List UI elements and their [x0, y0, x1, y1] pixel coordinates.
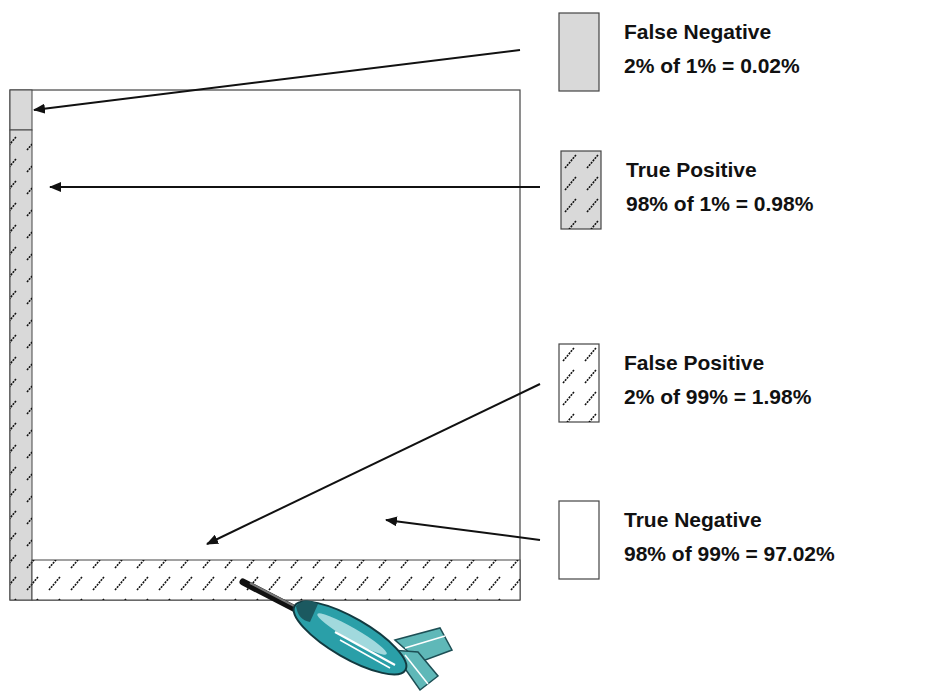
- category-heading: True Negative: [624, 503, 839, 537]
- percentage-formula: 2% of 1% = 0.02%: [624, 49, 804, 83]
- legend-swatch: [558, 500, 600, 580]
- legend-swatch: [560, 150, 602, 230]
- legend-swatch: [558, 343, 600, 423]
- leader-arrow: [207, 384, 540, 544]
- true-negative-area: [10, 90, 520, 600]
- category-heading: True Positive: [626, 153, 817, 187]
- false-positive-area: [32, 560, 520, 600]
- percentage-formula: 2% of 99% = 1.98%: [624, 380, 815, 414]
- legend-swatch: [558, 12, 600, 92]
- true-positive-hatch: [10, 130, 32, 600]
- legend-key: False Positive2% of 99% = 1.98%: [558, 343, 815, 423]
- category-heading: False Negative: [624, 15, 804, 49]
- false-positive-hatch: [32, 560, 520, 600]
- category-heading: False Positive: [624, 346, 815, 380]
- legend-key: True Negative98% of 99% = 97.02%: [558, 500, 839, 580]
- legend-key: False Negative2% of 1% = 0.02%: [558, 12, 804, 92]
- true-positive-area: [10, 130, 32, 600]
- legend-key: True Positive98% of 1% = 0.98%: [560, 150, 817, 230]
- false-negative-area: [10, 90, 32, 130]
- leader-arrow: [386, 520, 540, 540]
- leader-arrow: [34, 50, 520, 110]
- dart-illustration: [243, 582, 452, 690]
- leader-arrow: [50, 186, 540, 188]
- percentage-formula: 98% of 99% = 97.02%: [624, 537, 839, 571]
- percentage-formula: 98% of 1% = 0.98%: [626, 187, 817, 221]
